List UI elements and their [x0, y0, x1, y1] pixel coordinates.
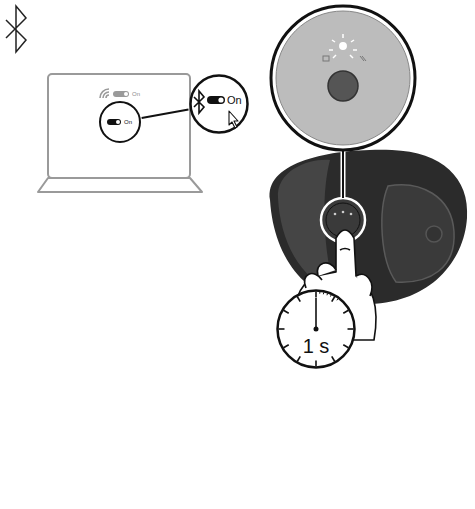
node-label: On — [124, 119, 132, 125]
timer-circle: 1 s — [275, 288, 357, 370]
screen-callout-circle: On — [98, 100, 142, 144]
laptop — [38, 74, 202, 192]
mouse — [270, 150, 468, 304]
circle-outline — [98, 100, 142, 144]
screen-label: On — [132, 91, 140, 97]
node-label: 1 s — [303, 336, 330, 356]
leader-line — [342, 150, 344, 198]
callout-line — [142, 110, 189, 119]
circle-outline — [275, 288, 357, 370]
toggle-callout-circle: On — [188, 73, 250, 135]
bluetooth-symbol — [6, 6, 26, 52]
node-label: On — [227, 95, 242, 106]
magnifier — [271, 6, 415, 150]
